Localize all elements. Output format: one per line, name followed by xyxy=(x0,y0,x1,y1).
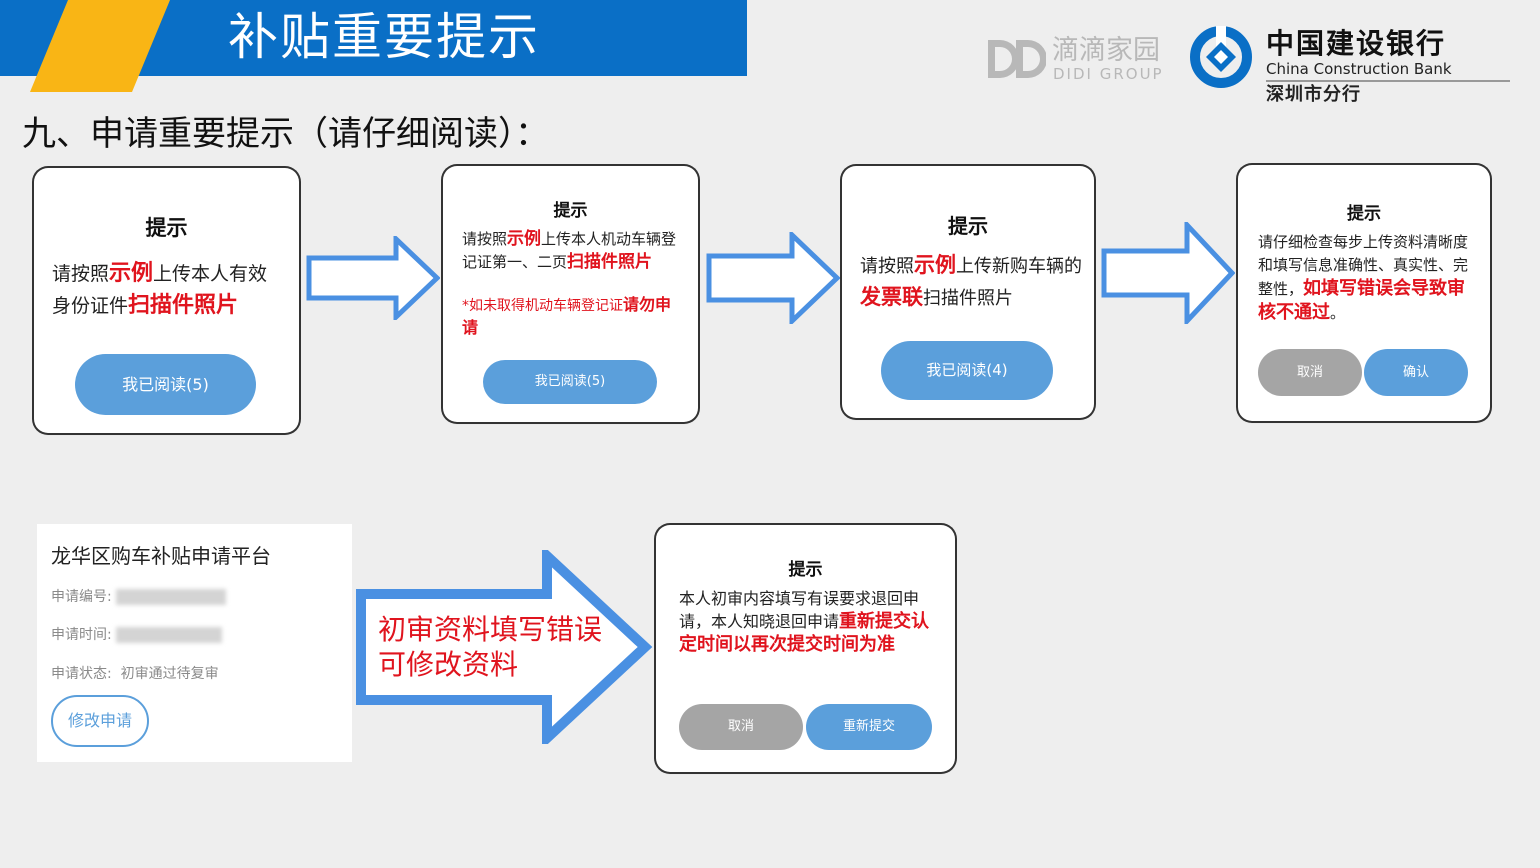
step1-dialog-title: 提示 xyxy=(145,216,188,240)
step4-cancel-button[interactable]: 取消 xyxy=(1258,349,1362,396)
step3-read-button[interactable]: 我已阅读(4) xyxy=(881,341,1053,400)
platform-title: 龙华区购车补贴申请平台 xyxy=(51,544,271,568)
step5-dialog: 提示 本人初审内容填写有误要求退回申请，本人知晓退回申请重新提交认定时间以再次提… xyxy=(656,525,955,772)
step2-dialog-title: 提示 xyxy=(553,201,588,221)
ccb-logo-cn: 中国建设银行 xyxy=(1266,27,1447,60)
step4-dialog-message: 请仔细检查每步上传资料清晰度和填写信息准确性、真实性、完整性，如填写错误会导致审… xyxy=(1258,233,1469,323)
step5-dialog-title: 提示 xyxy=(788,560,823,580)
application-id-row: 申请编号: xyxy=(51,586,226,606)
edit-application-button[interactable]: 修改申请 xyxy=(51,695,149,747)
step5-cancel-button[interactable]: 取消 xyxy=(679,704,803,750)
application-time-redacted xyxy=(115,627,222,643)
arrow-label-line2: 可修改资料 xyxy=(378,648,519,681)
didi-logo-icon xyxy=(988,40,1046,78)
ccb-logo-en: China Construction Bank xyxy=(1266,60,1452,78)
didi-logo-en: DIDI GROUP xyxy=(1053,65,1164,83)
banner-accent-stripe xyxy=(30,0,170,92)
step4-dialog: 提示 请仔细检查每步上传资料清晰度和填写信息准确性、真实性、完整性，如填写错误会… xyxy=(1238,165,1490,421)
didi-logo-cn: 滴滴家园 xyxy=(1052,35,1160,66)
step2-read-button[interactable]: 我已阅读(5) xyxy=(483,360,657,404)
step5-resubmit-button[interactable]: 重新提交 xyxy=(806,704,932,750)
step1-dialog: 提示 请按照示例上传本人有效身份证件扫描件照片 我已阅读(5) xyxy=(34,168,299,433)
step1-read-button[interactable]: 我已阅读(5) xyxy=(75,354,256,415)
flow-arrow-3 xyxy=(1101,222,1235,324)
section-heading: 九、申请重要提示（请仔细阅读）： xyxy=(22,114,549,154)
ccb-logo-icon xyxy=(1190,26,1252,88)
step4-dialog-title: 提示 xyxy=(1347,204,1381,224)
step5-dialog-message: 本人初审内容填写有误要求退回申请，本人知晓退回申请重新提交认定时间以再次提交时间… xyxy=(679,589,930,655)
step1-dialog-message: 请按照示例上传本人有效身份证件扫描件照片 xyxy=(52,261,268,318)
big-flow-arrow xyxy=(356,550,653,744)
flow-arrow-1 xyxy=(306,236,440,320)
step3-dialog: 提示 请按照示例上传新购车辆的发票联扫描件照片 我已阅读(4) xyxy=(842,166,1094,418)
flow-arrow-2 xyxy=(706,232,840,324)
step3-dialog-title: 提示 xyxy=(948,214,988,238)
application-id-redacted xyxy=(115,589,226,605)
arrow-label-line1: 初审资料填写错误 xyxy=(378,613,603,646)
step4-confirm-button[interactable]: 确认 xyxy=(1364,349,1468,396)
step2-dialog: 提示 请按照示例上传本人机动车辆登记证第一、二页扫描件照片 *如未取得机动车辆登… xyxy=(443,166,698,422)
step2-dialog-message: 请按照示例上传本人机动车辆登记证第一、二页扫描件照片 xyxy=(462,229,677,272)
step3-dialog-message: 请按照示例上传新购车辆的发票联扫描件照片 xyxy=(860,253,1082,309)
subsidy-platform-panel: 龙华区购车补贴申请平台 申请编号: 申请时间: 申请状态: 初审通过待复审 修改… xyxy=(37,524,352,762)
ccb-logo-branch: 深圳市分行 xyxy=(1266,84,1361,105)
ccb-logo-divider xyxy=(1266,80,1510,82)
page-title: 补贴重要提示 xyxy=(228,8,540,66)
application-status-row: 申请状态: 初审通过待复审 xyxy=(51,666,219,682)
application-time-row: 申请时间: xyxy=(51,624,222,644)
step2-dialog-note: *如未取得机动车辆登记证请勿申请 xyxy=(462,295,672,337)
